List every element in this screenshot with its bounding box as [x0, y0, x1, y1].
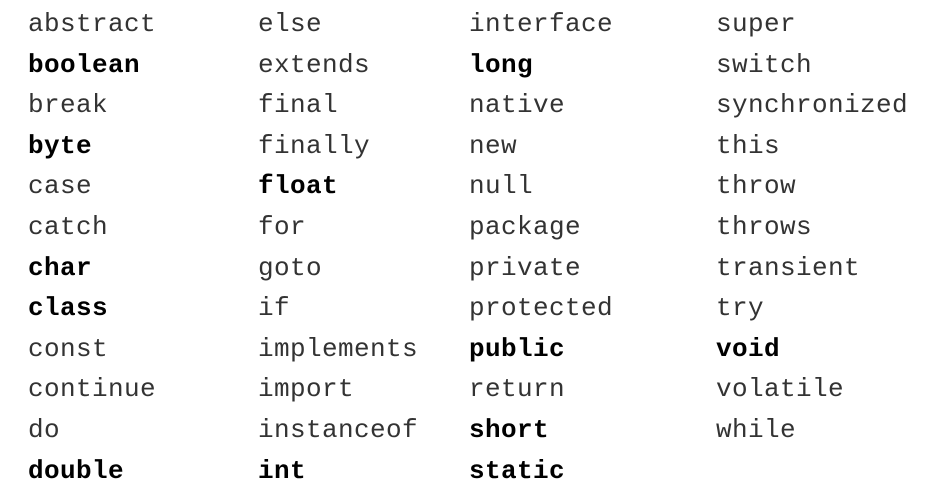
keyword-cell: abstract	[28, 9, 157, 39]
keyword-cell: throws	[716, 211, 813, 242]
keyword-cell: long	[469, 49, 534, 80]
keyword-column-1: abstract boolean break byte case catch char cla…	[28, 4, 156, 491]
keyword-cell: switch	[716, 49, 813, 80]
keyword-cell: float	[258, 171, 339, 202]
keyword-cell: extends	[258, 49, 371, 80]
keyword-cell: case	[28, 171, 93, 202]
keyword-cell: continue	[28, 374, 157, 405]
keyword-cell: else	[258, 9, 323, 39]
keyword-cell: byte	[28, 130, 93, 161]
keyword-cell: goto	[258, 252, 323, 283]
keyword-cell: synchronized	[716, 90, 909, 121]
keyword-cell: short	[469, 414, 550, 445]
keyword-cell: private	[469, 252, 582, 283]
keyword-cell: void	[716, 333, 781, 364]
keyword-cell: native	[469, 90, 566, 121]
keyword-cell: int	[258, 455, 307, 486]
keyword-cell: return	[469, 374, 566, 405]
keyword-cell: static	[469, 455, 566, 486]
keyword-cell: for	[258, 211, 307, 242]
keyword-cell: class	[28, 293, 109, 324]
keyword-cell: try	[716, 293, 765, 324]
keyword-cell: double	[28, 455, 125, 486]
keyword-cell: if	[258, 293, 291, 324]
keyword-cell: new	[469, 130, 518, 161]
keyword-cell: public	[469, 333, 566, 364]
keyword-cell: implements	[258, 333, 419, 364]
keyword-column-2: else extends final finally float for goto if imp…	[258, 4, 418, 491]
keyword-cell: const	[28, 333, 109, 364]
keyword-cell: final	[258, 90, 339, 121]
keyword-cell: instanceof	[258, 414, 419, 445]
keyword-cell: break	[28, 90, 109, 121]
keyword-cell: boolean	[28, 49, 141, 80]
keyword-cell: package	[469, 211, 582, 242]
keyword-cell: interface	[469, 9, 614, 39]
keyword-cell: import	[258, 374, 355, 405]
keyword-cell: do	[28, 414, 61, 445]
keyword-column-3: interface long native new null package private…	[469, 4, 613, 491]
keyword-cell: char	[28, 252, 93, 283]
keyword-column-4: super switch synchronized this throw throws tr…	[716, 4, 908, 451]
keyword-cell: throw	[716, 171, 797, 202]
keyword-cell: null	[469, 171, 534, 202]
keyword-cell: super	[716, 9, 797, 39]
keyword-cell: catch	[28, 211, 109, 242]
keyword-cell: while	[716, 414, 797, 445]
keyword-cell: transient	[716, 252, 861, 283]
keyword-cell: this	[716, 130, 781, 161]
keyword-cell: protected	[469, 293, 614, 324]
keyword-cell: volatile	[716, 374, 845, 405]
keyword-cell: finally	[258, 130, 371, 161]
